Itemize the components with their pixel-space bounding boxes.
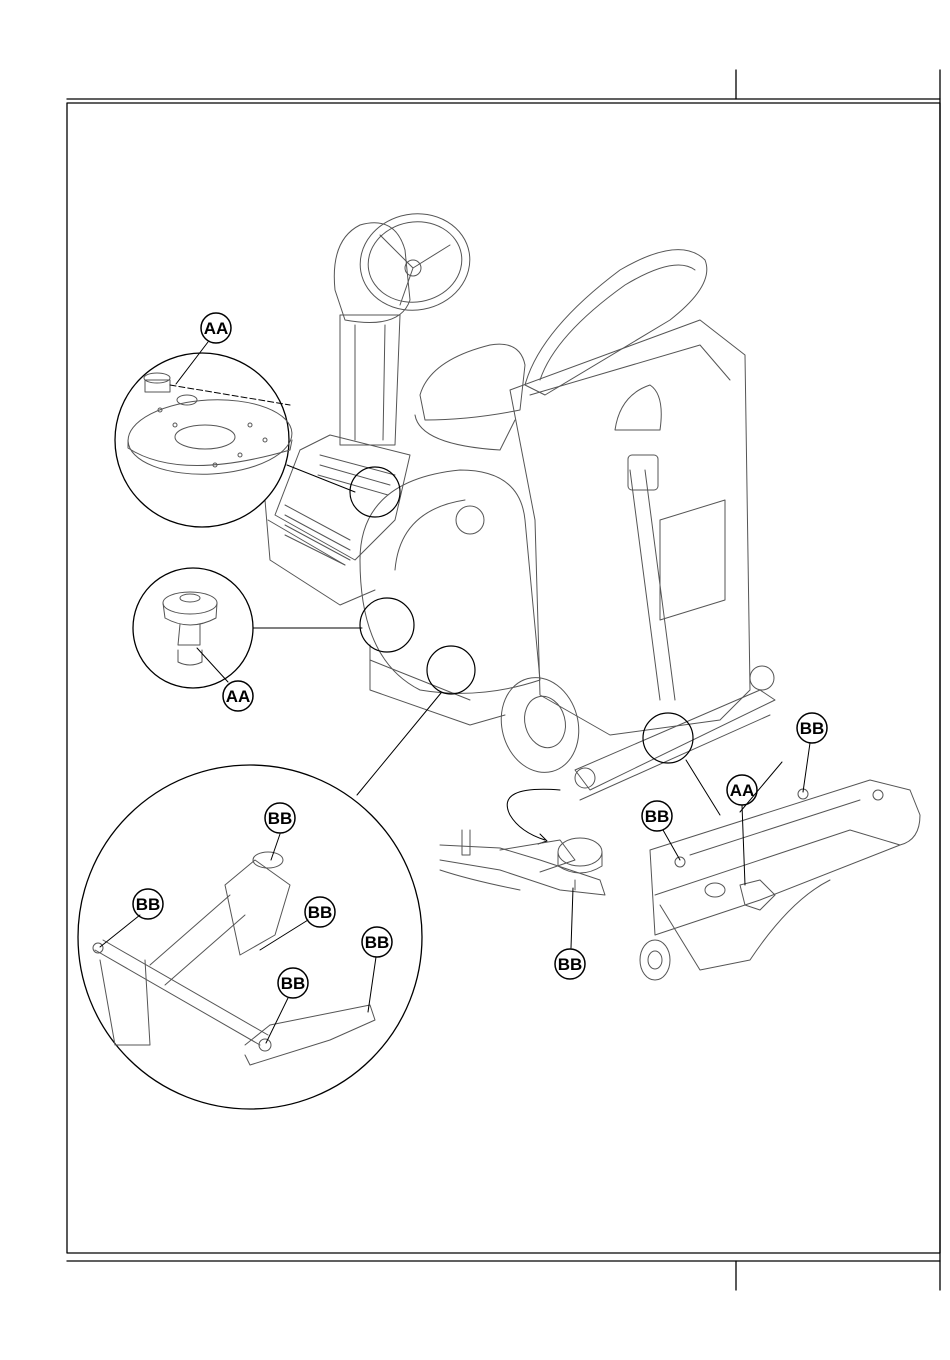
detail-knob: [133, 568, 362, 688]
callout-linkage-bb-right-label: BB: [365, 933, 390, 952]
detail-squeegee-assembly: [640, 743, 920, 980]
callout-squeegee-arm-bb: BB: [555, 949, 585, 979]
callout-linkage-bb-top: BB: [265, 803, 295, 833]
callout-knob-aa: AA: [223, 681, 253, 711]
callout-linkage-bb-left-label: BB: [136, 895, 161, 914]
callout-squeegee-bb-right: BB: [797, 713, 827, 743]
callout-squeegee-bb-left: BB: [642, 801, 672, 831]
page-frame: [67, 70, 940, 1290]
callout-plate-aa: AA: [201, 313, 231, 343]
callout-linkage-bb-top-label: BB: [268, 809, 293, 828]
callout-linkage-bb-bottom-label: BB: [281, 974, 306, 993]
callout-squeegee-aa: AA: [727, 775, 757, 805]
callout-linkage-bb-left: BB: [133, 889, 163, 919]
callout-linkage-bb-mid: BB: [305, 897, 335, 927]
callout-linkage-bb-mid-label: BB: [308, 903, 333, 922]
callout-squeegee-bb-right-label: BB: [800, 719, 825, 738]
callout-linkage-bb-bottom: BB: [278, 968, 308, 998]
detail-linkage: [78, 693, 441, 1109]
callout-squeegee-aa-label: AA: [730, 781, 755, 800]
scrubber-machine: [265, 205, 775, 800]
callout-squeegee-bb-left-label: BB: [645, 807, 670, 826]
grille-pattern: [285, 455, 395, 565]
callout-plate-aa-label: AA: [204, 319, 229, 338]
callout-squeegee-arm-bb-label: BB: [558, 955, 583, 974]
detail-squeegee-arm: [440, 789, 605, 948]
detail-brush-plate: [115, 342, 355, 527]
callout-linkage-bb-right: BB: [362, 927, 392, 957]
callout-knob-aa-label: AA: [226, 687, 251, 706]
